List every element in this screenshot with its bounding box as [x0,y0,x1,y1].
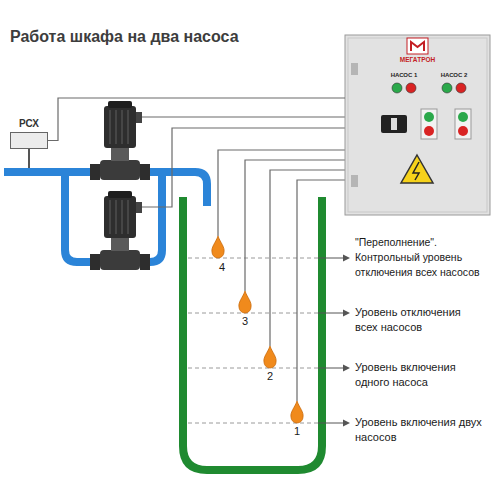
level-label: Уровень включения двух насосов [355,415,483,445]
sensor-tap [28,148,30,168]
level-label: Уровень отключения всех насосов [355,305,483,335]
indicator-light [406,83,416,93]
float-switch [291,401,303,423]
tank-wall [183,197,322,470]
callout-number: 3 [238,315,252,328]
pump-flange [90,254,100,270]
float-cables [218,150,345,401]
callout-number: 1 [290,425,304,438]
control-cabinet [345,35,490,215]
float-cable [297,180,345,401]
level-lines [188,255,350,427]
pump [90,191,150,270]
start-button [424,112,434,122]
level-leader [318,368,344,369]
indicator-label: НАСОС 1 [384,72,424,79]
float-cable [218,150,345,236]
start-button [458,112,468,122]
indicator-label: НАСОС 2 [434,72,474,79]
motor-fins [110,110,128,144]
warning-sign [401,155,433,183]
motor-fins [110,200,128,234]
level-label: "Переполнение". Контрольный уровень откл… [355,235,498,280]
pump-motor [104,106,136,148]
logo-mark [411,42,424,51]
float-switch [212,236,224,258]
pump-lantern [111,236,129,251]
level-leader [318,258,344,259]
indicator-light [442,83,452,93]
bypass-pipe [65,172,162,262]
pump-body [100,160,140,180]
pump-flange [140,164,150,180]
level-line [188,368,318,369]
pump-motor [104,196,136,238]
callout-number: 2 [263,370,277,383]
pump-body [100,250,140,270]
motor-cap [108,101,132,108]
float-switch [239,291,251,313]
level-arrowhead [343,255,350,262]
float-switch [264,346,276,368]
node-label: РСХ [19,118,39,130]
cabinet-door [348,38,487,212]
terminal-box [136,112,142,123]
mode-switch [381,115,407,133]
button-panel [455,109,471,139]
level-leader [318,313,344,314]
pump-lantern [111,146,129,161]
float-cable [270,170,345,346]
callout-number: 4 [215,261,229,274]
cabinet-body [345,35,490,215]
lightning-symbol [413,162,419,180]
pump [90,101,150,180]
pump-cable [142,116,345,117]
level-leader [318,423,344,424]
pump-cable [142,128,345,207]
diagram-title: Работа шкафа на два насоса [10,28,239,46]
door-hinge [351,175,358,187]
level-arrowhead [343,365,350,372]
stop-button [424,126,434,136]
brand-name: МЕГАТРОН [345,56,490,64]
door-hinge [351,63,358,75]
signal-wire [48,98,345,141]
logo-frame [407,38,428,54]
float-switches [212,236,303,423]
motor-cap [108,191,132,198]
indicator-light [456,83,466,93]
level-line [188,258,318,259]
pump-cables [142,117,345,207]
sensor-box-outline [10,132,48,149]
level-label: Уровень включения одного насоса [355,360,483,390]
pump-flange [90,164,100,180]
level-line [188,313,318,314]
stop-button [458,126,468,136]
control-cabinet: МЕГАТРОН НАСОС 1 НАСОС 2 [345,35,490,215]
level-arrowhead [343,420,350,427]
pump-flange [140,254,150,270]
button-panel [421,109,437,139]
indicator-light [392,83,402,93]
sensor-box: РСХ [10,118,48,149]
level-arrowhead [343,310,350,317]
terminal-box [136,202,142,213]
switch-knob [391,118,397,130]
